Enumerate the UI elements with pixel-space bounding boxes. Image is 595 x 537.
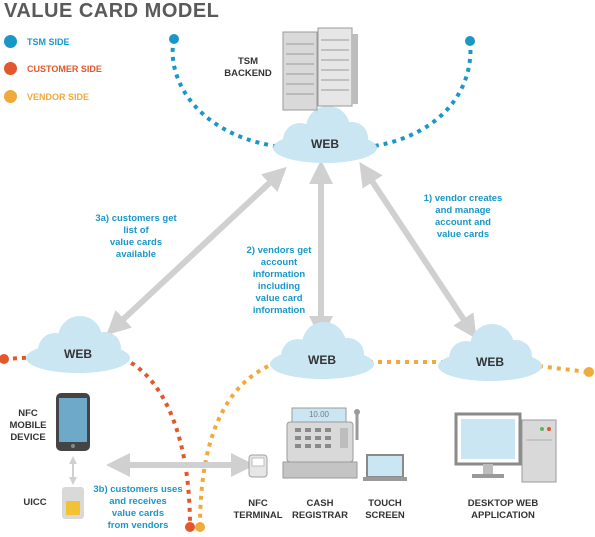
cloud-middle <box>270 322 374 379</box>
desktop-computer-icon <box>454 412 557 483</box>
customer-connection-down <box>114 353 192 528</box>
cloud-left <box>26 316 130 373</box>
legend-dot-vendor <box>4 90 17 103</box>
tsm-backend-label: TSM BACKEND <box>224 56 272 79</box>
desktop-web-application-label: DESKTOP WEB APPLICATION <box>467 498 539 521</box>
legend-item-vendor: VENDOR SIDE <box>4 90 89 103</box>
legend-label-vendor: VENDOR SIDE <box>27 91 90 102</box>
touch-screen-icon <box>363 454 407 481</box>
customer-endpoint-bottom <box>185 522 195 532</box>
touch-screen-label: TOUCH SCREEN <box>365 498 405 521</box>
cloud-right-label: WEB <box>476 355 504 369</box>
cash-register-icon <box>282 407 360 479</box>
nfc-terminal-label: NFC TERMINAL <box>233 498 283 521</box>
cloud-top <box>273 106 377 163</box>
server-rack-icon <box>282 27 358 111</box>
legend-item-tsm: TSM SIDE <box>4 35 70 48</box>
step-3a-label: 3a) customers get list of value cards av… <box>95 213 177 260</box>
tsm-connection-right <box>359 40 473 150</box>
cloud-right <box>438 324 542 381</box>
vendor-endpoint-right <box>584 367 594 377</box>
register-display-text: 10.00 <box>308 410 330 419</box>
vendor-endpoint-bottom <box>195 522 205 532</box>
step-1-label: 1) vendor creates and manage account and… <box>423 193 503 240</box>
cloud-top-label: WEB <box>311 137 339 151</box>
sim-card-icon <box>62 487 84 519</box>
arrow-1 <box>359 161 477 340</box>
nfc-mobile-device-label: NFC MOBILE DEVICE <box>9 408 47 443</box>
tsm-connection-left <box>170 38 291 150</box>
arrow-3a <box>106 166 287 336</box>
page-title: VALUE CARD MODEL <box>4 0 220 22</box>
legend-label-customer: CUSTOMER SIDE <box>27 63 102 74</box>
mobile-phone-icon <box>56 393 90 451</box>
step-3b-label: 3b) customers uses and receives value ca… <box>93 484 183 531</box>
tsm-endpoint-left <box>169 34 179 44</box>
tsm-endpoint-right <box>465 36 475 46</box>
cash-registrar-label: CASH REGISTRAR <box>292 498 348 521</box>
vendor-connection-down <box>198 358 286 528</box>
uicc-label: UICC <box>23 497 47 508</box>
customer-endpoint-left <box>0 354 9 364</box>
cloud-middle-label: WEB <box>308 353 336 367</box>
cloud-left-label: WEB <box>64 347 92 361</box>
legend-label-tsm: TSM SIDE <box>27 36 70 47</box>
legend-dot-tsm <box>4 35 17 48</box>
legend-dot-customer <box>4 62 17 75</box>
step-2-label: 2) vendors get account information inclu… <box>246 245 312 316</box>
nfc-terminal-icon <box>248 454 268 478</box>
legend-item-customer: CUSTOMER SIDE <box>4 62 102 75</box>
